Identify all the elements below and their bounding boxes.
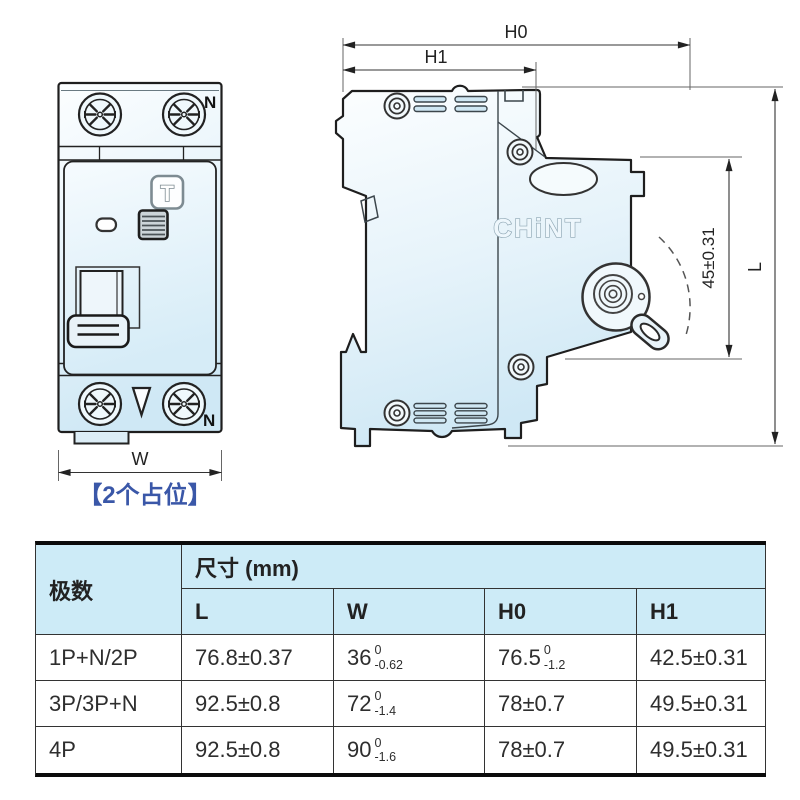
table-cell-h0: 78±0.7 bbox=[485, 727, 637, 773]
table-cell-h1: 49.5±0.31 bbox=[637, 681, 766, 727]
tolerance-lower: -0.62 bbox=[374, 657, 403, 672]
value-main: 72 bbox=[347, 690, 372, 716]
indicator-window bbox=[95, 217, 118, 233]
column-header-h0: H0 bbox=[485, 589, 637, 635]
lever-travel-arc bbox=[658, 236, 691, 339]
tolerance-stack: 0-1.2 bbox=[544, 643, 566, 672]
terminal-screw-icon bbox=[77, 92, 123, 137]
rivet-icon bbox=[506, 138, 534, 166]
front-view: N N T bbox=[57, 81, 223, 509]
h0-dimension-label: H0 bbox=[504, 22, 527, 42]
test-button: T bbox=[150, 174, 185, 210]
handle-pivot bbox=[581, 236, 691, 351]
tolerance-stack: 0-0.62 bbox=[374, 643, 403, 672]
pivot-dot bbox=[637, 292, 646, 301]
front-height-dimension: 45±0.31 bbox=[565, 156, 742, 360]
table-cell-h1: 49.5±0.31 bbox=[637, 727, 766, 773]
side-view: CHiNT H0 H1 bbox=[334, 22, 783, 448]
tolerance-upper: 0 bbox=[374, 735, 382, 750]
tolerance-upper: 0 bbox=[374, 689, 382, 704]
front-height-dimension-label: 45±0.31 bbox=[699, 227, 718, 288]
clamp-tab bbox=[504, 90, 524, 102]
terminal-screw-icon bbox=[161, 92, 207, 137]
h1-dimension-label: H1 bbox=[424, 47, 447, 67]
test-button-label: T bbox=[160, 181, 174, 206]
brand-logo: CHiNT bbox=[493, 213, 582, 243]
toggle-handle bbox=[66, 314, 130, 349]
w-dimension-label: W bbox=[132, 449, 149, 469]
column-header-poles: 极数 bbox=[36, 545, 182, 635]
table-cell-l: 76.8±0.37 bbox=[182, 635, 334, 681]
l-dimension-label: L bbox=[745, 262, 765, 272]
l-dimension: L bbox=[508, 86, 783, 447]
inner-panel-line bbox=[451, 91, 499, 429]
table-cell-h0: 78±0.7 bbox=[485, 681, 637, 727]
table-cell-pole: 4P bbox=[36, 727, 182, 773]
terminal-screw-icon bbox=[161, 381, 207, 427]
side-body bbox=[334, 84, 646, 448]
table-cell-pole: 1P+N/2P bbox=[36, 635, 182, 681]
dimensions-table: 极数 尺寸 (mm) L W H0 H1 1P+N/2P 76.8±0.37 3… bbox=[35, 541, 766, 777]
terminal-screw-icon bbox=[77, 381, 123, 427]
vent-slots bbox=[413, 95, 488, 424]
value-main: 76.5 bbox=[498, 644, 541, 670]
oval-cutout bbox=[529, 162, 598, 196]
tolerance-upper: 0 bbox=[543, 643, 551, 658]
table-cell-pole: 3P/3P+N bbox=[36, 681, 182, 727]
rivet-icon bbox=[383, 399, 411, 427]
column-header-w: W bbox=[334, 589, 485, 635]
table-cell-l: 92.5±0.8 bbox=[182, 681, 334, 727]
column-header-l: L bbox=[182, 589, 334, 635]
neutral-label-top: N bbox=[204, 93, 216, 112]
column-header-h1: H1 bbox=[637, 589, 766, 635]
label-window bbox=[137, 209, 169, 241]
bottom-foot bbox=[73, 432, 130, 445]
tolerance-stack: 0-1.4 bbox=[374, 689, 396, 718]
column-header-size: 尺寸 (mm) bbox=[182, 545, 766, 589]
module-count-caption: 【2个占位】 bbox=[78, 481, 211, 509]
table-cell-h1: 42.5±0.31 bbox=[637, 635, 766, 681]
w-dimension: W bbox=[58, 449, 222, 481]
table-cell-l: 92.5±0.8 bbox=[182, 727, 334, 773]
tolerance-upper: 0 bbox=[374, 643, 382, 658]
tolerance-stack: 0-1.6 bbox=[374, 736, 396, 765]
value-main: 90 bbox=[347, 737, 372, 762]
value-main: 36 bbox=[347, 644, 372, 670]
down-triangle-icon bbox=[131, 386, 152, 419]
h0-dimension: H0 bbox=[342, 22, 691, 92]
tolerance-lower: -1.4 bbox=[374, 703, 397, 718]
tolerance-lower: -1.2 bbox=[543, 657, 566, 672]
dimension-drawing: N N T bbox=[57, 22, 783, 509]
rivet-icon bbox=[383, 92, 411, 120]
neutral-label-bottom: N bbox=[203, 411, 215, 430]
rivet-icon bbox=[507, 353, 535, 381]
h1-dimension: H1 bbox=[342, 47, 537, 150]
toggle-switch bbox=[66, 266, 141, 349]
back-wedge-detail bbox=[360, 194, 379, 224]
tolerance-lower: -1.6 bbox=[374, 750, 397, 764]
handle-lever bbox=[630, 313, 670, 351]
